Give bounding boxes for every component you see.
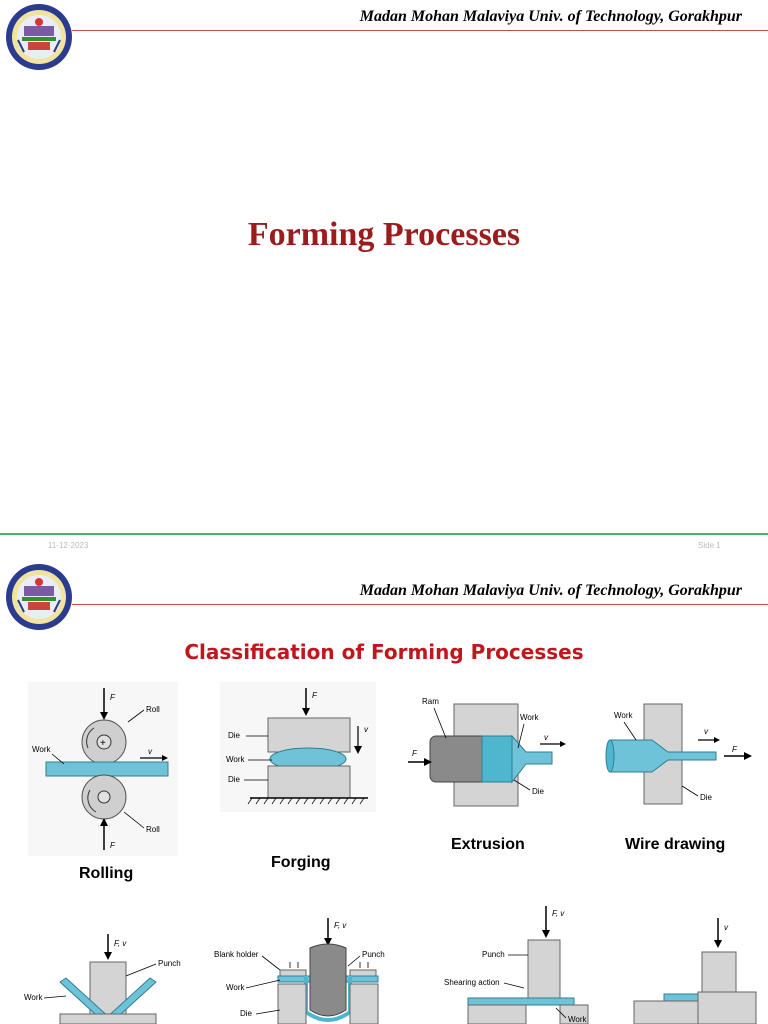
slide-2: Madan Mohan Malaviya Univ. of Technology… xyxy=(0,560,768,1024)
svg-text:+: + xyxy=(100,738,106,749)
bending-punch-label: Punch xyxy=(158,959,181,968)
bending-work-label: Work xyxy=(24,993,44,1002)
shearing-action-label: Shearing action xyxy=(444,978,500,987)
wire-drawing-f-label: F xyxy=(732,745,738,754)
rolling-diagram: F Roll + Work v Roll F xyxy=(28,682,178,856)
forging-work-label: Work xyxy=(226,755,246,764)
extrusion-f-label: F xyxy=(412,749,418,758)
university-logo-icon xyxy=(6,564,72,630)
forging-diagram: F Die v Work Die xyxy=(220,682,376,812)
drawing-blank-holder-label: Blank holder xyxy=(214,950,259,959)
wire-drawing-work-label: Work xyxy=(614,711,634,720)
rolling-roll-bottom-label: Roll xyxy=(146,825,160,834)
drawing-fv-label: F, v xyxy=(334,921,347,930)
header-rule xyxy=(72,30,768,31)
wire-drawing-v-label: v xyxy=(704,727,709,736)
footer-date: 11-12-2023 xyxy=(48,541,89,550)
extrusion-die-label: Die xyxy=(532,787,545,796)
slide-separator xyxy=(0,533,768,535)
wire-drawing-caption: Wire drawing xyxy=(625,836,726,853)
slide-title: Classification of Forming Processes xyxy=(184,640,584,664)
extrusion-work-label: Work xyxy=(520,713,540,722)
rolling-caption: Rolling xyxy=(79,865,134,882)
shearing-diagram: F, v Punch Shearing action Work xyxy=(444,906,589,1024)
blanking-v-label: v xyxy=(724,923,729,932)
rolling-roll-top-label: Roll xyxy=(146,705,160,714)
drawing-punch-label: Punch xyxy=(362,950,385,959)
blanking-diagram: v xyxy=(633,918,757,1024)
drawing-diagram: F, v Blank holder Punch Work Die xyxy=(214,918,385,1024)
footer-slide-number: Side 1 xyxy=(698,541,721,550)
rolling-f-bottom-label: F xyxy=(110,841,116,850)
header-rule xyxy=(72,604,768,605)
extrusion-ram-label: Ram xyxy=(422,697,439,706)
shearing-fv-label: F, v xyxy=(552,909,565,918)
university-header: Madan Mohan Malaviya Univ. of Technology… xyxy=(359,8,742,25)
university-logo-icon xyxy=(6,4,72,70)
slide-1: Madan Mohan Malaviya Univ. of Technology… xyxy=(6,4,768,253)
forging-f-label: F xyxy=(312,691,318,700)
extrusion-v-label: v xyxy=(544,733,549,742)
rolling-f-top-label: F xyxy=(110,693,116,702)
bending-fv-label: F, v xyxy=(114,939,127,948)
university-header: Madan Mohan Malaviya Univ. of Technology… xyxy=(359,582,742,599)
rolling-v-label: v xyxy=(148,747,153,756)
shearing-work-label: Work xyxy=(568,1015,588,1024)
bending-diagram: F, v Punch Work xyxy=(24,934,181,1024)
extrusion-diagram: Ram Work v F Die xyxy=(408,697,566,807)
wire-drawing-die-label: Die xyxy=(700,793,713,802)
forging-die-bottom-label: Die xyxy=(228,775,241,784)
slide-title: Forming Processes xyxy=(247,216,521,253)
shearing-punch-label: Punch xyxy=(482,950,505,959)
rolling-work-label: Work xyxy=(32,745,52,754)
forging-caption: Forging xyxy=(271,854,331,871)
forging-die-top-label: Die xyxy=(228,731,241,740)
extrusion-caption: Extrusion xyxy=(451,836,525,853)
wire-drawing-diagram: Work v F Die xyxy=(605,703,752,805)
drawing-die-label: Die xyxy=(240,1009,253,1018)
forging-v-label: v xyxy=(364,725,369,734)
drawing-work-label: Work xyxy=(226,983,246,992)
